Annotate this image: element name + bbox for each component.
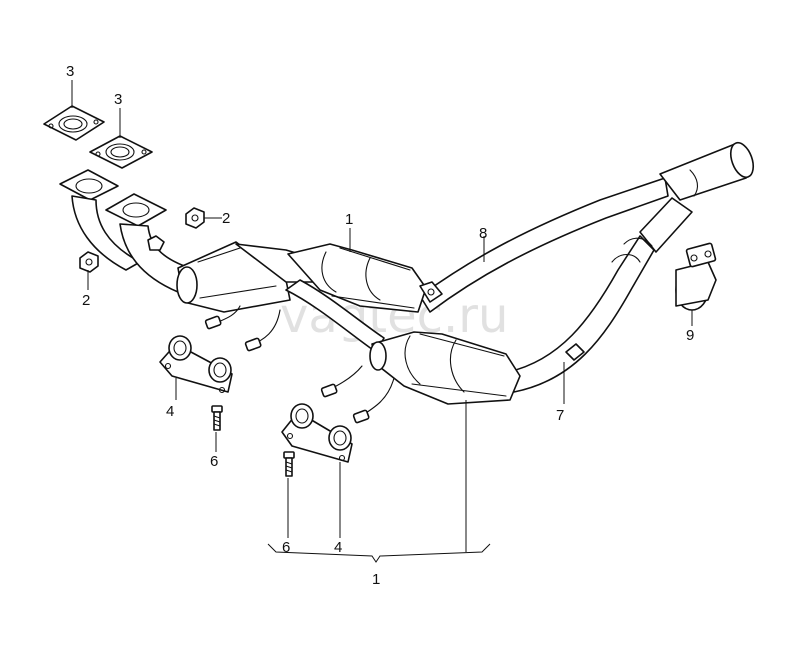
- callout-catalytic-converter: 1: [345, 211, 353, 228]
- callout-bolt-bottom: 6: [282, 539, 290, 556]
- bracket-bottom: [281, 403, 353, 463]
- catalytic-converter-lower: [369, 331, 521, 405]
- downpipe-left: [59, 169, 385, 353]
- nut-left-part: [79, 251, 99, 273]
- clamp: [675, 242, 717, 311]
- pipe-upper: [419, 141, 755, 313]
- callout-nut-right: 2: [222, 210, 230, 227]
- callout-labels: 3 3 2 2 1 8 9 7 4 6 6 4 1: [66, 63, 694, 588]
- bolt-bottom-part: [283, 451, 295, 477]
- pipe-lower: [507, 197, 693, 393]
- callout-pipe-lower: 7: [556, 407, 564, 424]
- callout-bracket-bottom: 4: [334, 539, 342, 556]
- gasket-b: [89, 135, 153, 169]
- callout-bracket-left: 4: [166, 403, 174, 420]
- bracket-left: [159, 335, 233, 394]
- gasket-a: [43, 105, 105, 141]
- stud-flange: [147, 235, 165, 251]
- callout-clamp: 9: [686, 327, 694, 344]
- nut-right-part: [185, 207, 205, 229]
- callout-bolt-left: 6: [210, 453, 218, 470]
- sensor-lines: [204, 305, 395, 424]
- callout-gasket-a: 3: [66, 63, 74, 80]
- callout-gasket-b: 3: [114, 91, 122, 108]
- leader-lines: [71, 80, 693, 563]
- callout-nut-left: 2: [82, 292, 90, 309]
- catalytic-converter: [287, 243, 443, 313]
- callout-assembly: 1: [372, 571, 380, 588]
- bolt-left-part: [211, 405, 223, 431]
- callout-pipe-upper: 8: [479, 225, 487, 242]
